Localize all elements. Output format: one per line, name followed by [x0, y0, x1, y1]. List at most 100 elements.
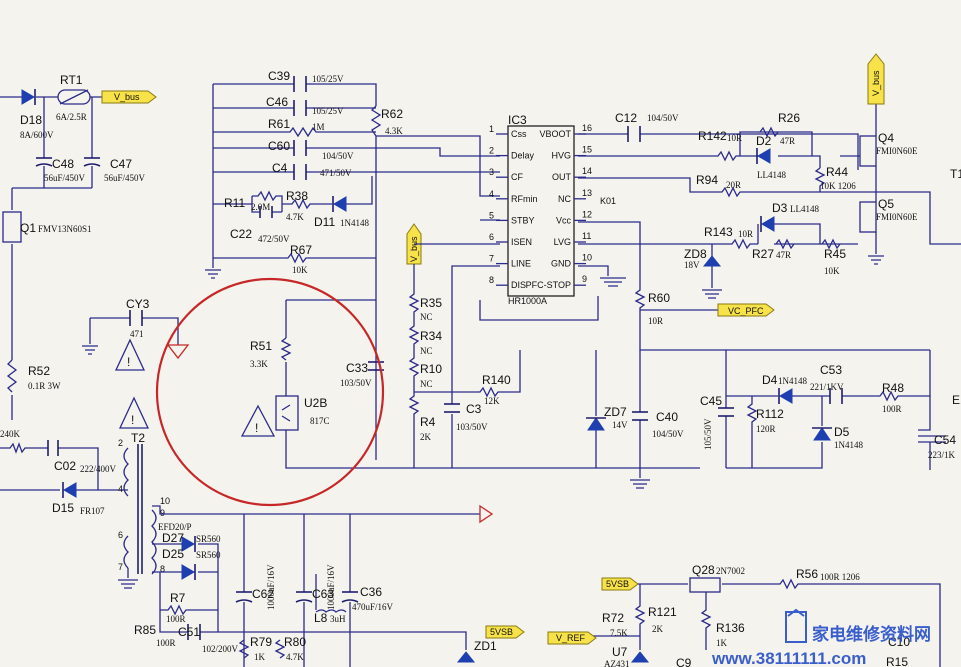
5vsb-flag-a: [485, 625, 525, 639]
c48-value: 56uF/450V: [44, 173, 86, 183]
r136-value: 1K: [716, 638, 728, 648]
r94-value: 20R: [726, 180, 741, 190]
ic3-pin-number: 6: [489, 232, 494, 242]
q5-label: Q5: [878, 197, 894, 211]
ground-icon: [205, 269, 221, 279]
vbus-flag-right-text: V_bus: [871, 70, 881, 96]
u7-label: U7: [612, 645, 628, 659]
c10-label: C10: [888, 635, 910, 649]
d4-label: D4: [762, 373, 778, 387]
cy3-label: CY3: [126, 297, 150, 311]
c39-value: 105/25V: [312, 74, 344, 84]
c47-value: 56uF/450V: [104, 173, 146, 183]
ic3-pin-number: 9: [582, 274, 587, 284]
r112-value: 120R: [756, 424, 776, 434]
r27-value: 47R: [776, 250, 791, 260]
d3-value: LL4148: [790, 204, 819, 214]
rt1-label: RT1: [60, 73, 83, 87]
ic3-input-network: C39 105/25V C46 105/25V R61 1M C60 104/5…: [205, 69, 500, 460]
r60-value: 10R: [648, 316, 663, 326]
ic3-pin-number: 3: [489, 167, 494, 177]
r94-label: R94: [696, 173, 718, 187]
d15-diode-icon: [63, 482, 77, 498]
r140-value: 12K: [484, 396, 500, 406]
d5-label: D5: [834, 425, 850, 439]
r27-label: R27: [752, 247, 774, 261]
warning-triangle-icon: [240, 404, 276, 437]
ic3-pin-name: PFC-STOP: [526, 280, 571, 290]
c60-label: C60: [268, 139, 290, 153]
ic3-pin-number: 2: [489, 146, 494, 156]
ic3-pin-name: RFmin: [511, 194, 538, 204]
r61-value: 1M: [312, 122, 325, 132]
d11-diode-icon: [333, 196, 347, 212]
ic3-pin-number: 16: [582, 123, 592, 133]
u2b-value: 817C: [310, 416, 330, 426]
ic3-pin-number: 14: [582, 166, 592, 176]
snubber-section: C45 105/50V R112 120R D4 1N4148 C53 221/…: [700, 350, 961, 470]
c3-label: C3: [466, 402, 482, 416]
r10-label: R10: [420, 362, 442, 376]
r48-value: 100R: [882, 404, 902, 414]
r26-label: R26: [778, 111, 800, 125]
d4-diode-icon: [779, 388, 793, 404]
c45-value: 105/50V: [703, 418, 713, 450]
ic3-pin-number: 4: [489, 189, 494, 199]
c46-value: 105/25V: [312, 106, 344, 116]
e1-label: E1: [952, 393, 961, 407]
u7-value: AZ431: [604, 659, 630, 667]
d25-label: D25: [162, 547, 184, 561]
r51-label: R51: [250, 339, 272, 353]
r26-value: 47R: [780, 136, 795, 146]
c22-label: C22: [230, 227, 252, 241]
zd1-label: ZD1: [474, 639, 497, 653]
q28-mosfet-icon: [689, 577, 721, 593]
c33-label: C33: [346, 361, 368, 375]
d27-label: D27: [162, 531, 184, 545]
t2-value: EFD20/P: [158, 522, 192, 532]
r142-value: 10R: [727, 133, 742, 143]
r45-value: 10K: [824, 266, 840, 276]
r52-label: R52: [28, 364, 50, 378]
r121-label: R121: [648, 605, 677, 619]
d4-value: 1N4148: [778, 376, 807, 386]
ground-icon: [118, 568, 138, 589]
5vsb-flag-b-text: 5VSB: [606, 579, 629, 589]
q4-value: FMI0N60E: [876, 146, 918, 156]
d18-diode-icon: [21, 89, 35, 105]
t2-pin-8: 8: [160, 564, 165, 574]
r72-label: R72: [602, 611, 624, 625]
r56-label: R56: [796, 567, 818, 581]
d5-diode-icon: [813, 427, 831, 441]
u7-regulator-icon: [630, 651, 650, 663]
vbus-flag-mid-text: V_bus: [409, 236, 419, 262]
d25-diode-icon: [181, 564, 195, 580]
zd7-zener-icon: [587, 417, 605, 431]
r80-label: R80: [284, 635, 306, 649]
r4-value: 2K: [420, 432, 432, 442]
optocoupler-icon: [275, 395, 299, 431]
r142-label: R142: [698, 129, 727, 143]
r44-value: 10K 1206: [820, 181, 856, 191]
d5-value: 1N4148: [834, 440, 863, 450]
r15-label: R15: [886, 655, 908, 667]
r85-value: 100R: [156, 638, 176, 648]
ic3-pin-name: Delay: [511, 151, 535, 161]
c02-label: C02: [54, 459, 76, 473]
r85-label: R85: [134, 623, 156, 637]
t2-label: T2: [131, 431, 145, 445]
vbus-flag-right: [867, 53, 885, 105]
d2-label: D2: [756, 134, 772, 148]
ic3-pin-name: Vcc: [556, 215, 572, 225]
ic3-part-number: HR1000A: [508, 296, 547, 306]
watermark-logo-icon: [785, 608, 807, 643]
c4-value: 471/50V: [320, 168, 352, 178]
c47-label: C47: [110, 157, 132, 171]
c60-value: 104/50V: [322, 151, 354, 161]
r34-value: NC: [420, 346, 433, 356]
standby-control-section: 5VSB Q28 2N7002 R56 100R 1206 R72 7.5K R…: [547, 563, 941, 667]
d25-value: SR560: [196, 550, 221, 560]
c63-value: 1000uF/16V: [326, 564, 336, 610]
r61-label: R61: [268, 117, 290, 131]
